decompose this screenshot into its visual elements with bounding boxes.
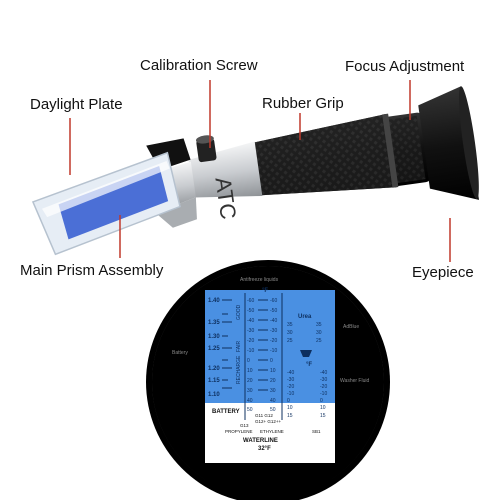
waterline-label: WATERLINE xyxy=(243,438,278,444)
bat-1-20: 1.20 xyxy=(208,366,220,372)
washer-left-3: -10 xyxy=(287,391,294,397)
f-right-8: 20 xyxy=(270,378,276,384)
g-codes-2: G12+ G12++ xyxy=(255,419,282,424)
f-right-5: -10 xyxy=(270,348,277,354)
f-left-6: 0 xyxy=(247,358,250,364)
scale-view: Battery AdBlue Washer Fluid Antifreeze l… xyxy=(146,260,390,500)
f-left-5: -10 xyxy=(247,348,254,354)
washer-right-6: 15 xyxy=(320,413,326,419)
f-right-10: 40 xyxy=(270,398,276,404)
washer-left-0: -40 xyxy=(287,370,294,376)
washer-right-3: -10 xyxy=(320,391,327,397)
eyepiece-label: Eyepiece xyxy=(412,264,474,281)
f-left-11: 50 xyxy=(247,407,253,413)
f-left-1: -50 xyxy=(247,308,254,314)
battery-side-text: Battery xyxy=(172,350,188,356)
sb1-label: SB1 xyxy=(312,429,321,434)
atc-text: ATC xyxy=(210,176,241,222)
f-right-3: -30 xyxy=(270,328,277,334)
f-left-10: 40 xyxy=(247,398,253,404)
scale-blue-area xyxy=(205,290,335,403)
f-left-0: -60 xyxy=(247,298,254,304)
g-codes-1: G11 G12 xyxy=(255,413,273,418)
calibration-screw-part xyxy=(195,135,217,163)
daylight-plate-label: Daylight Plate xyxy=(30,96,123,113)
g13-label: G13 xyxy=(240,423,249,428)
f-left-2: -40 xyxy=(247,318,254,324)
good-text: GOOD xyxy=(236,304,242,320)
bat-1-35: 1.35 xyxy=(208,320,220,326)
callout-lines xyxy=(69,80,451,262)
waterline-temp: 32°F xyxy=(258,446,271,452)
daylight-plate-part xyxy=(31,151,181,256)
f-right-1: -50 xyxy=(270,308,277,314)
washer-left-1: -30 xyxy=(287,377,294,383)
adblue-side-text: AdBlue xyxy=(343,324,359,330)
f-right-9: 30 xyxy=(270,388,276,394)
f-right-4: -20 xyxy=(270,338,277,344)
propylene-label: PROPYLENE xyxy=(225,429,253,434)
urea-right-1: 30 xyxy=(316,330,322,336)
bat-1-25: 1.25 xyxy=(208,346,220,352)
f-header: °F xyxy=(262,288,268,294)
washer-right-0: -40 xyxy=(320,370,327,376)
urea-right-2: 25 xyxy=(316,338,322,344)
f-left-9: 30 xyxy=(247,388,253,394)
f-left-7: 10 xyxy=(247,368,253,374)
washer-right-4: 0 xyxy=(320,398,323,404)
f-right-11: 50 xyxy=(270,407,276,413)
urea-label: Urea xyxy=(298,314,312,320)
f-right-6: 0 xyxy=(270,358,273,364)
fair-text: FAIR xyxy=(236,340,242,352)
main-prism-label: Main Prism Assembly xyxy=(20,262,164,279)
rubber-grip-label: Rubber Grip xyxy=(262,95,344,112)
washer-f-header: °F xyxy=(306,362,312,368)
urea-right-0: 35 xyxy=(316,322,322,328)
urea-left-2: 25 xyxy=(287,338,293,344)
f-left-8: 20 xyxy=(247,378,253,384)
refractometer: ATC xyxy=(31,86,479,256)
washer-right-2: -20 xyxy=(320,384,327,390)
washer-side-text: Washer Fluid xyxy=(340,378,369,384)
bat-1-40: 1.40 xyxy=(208,298,220,304)
f-right-0: -60 xyxy=(270,298,277,304)
bat-1-10: 1.10 xyxy=(208,392,220,398)
washer-left-4: 0 xyxy=(287,398,290,404)
washer-left-5: 10 xyxy=(287,405,293,411)
battery-box-label: BATTERY xyxy=(212,409,240,415)
f-left-4: -20 xyxy=(247,338,254,344)
urea-left-0: 35 xyxy=(287,322,293,328)
bat-1-15: 1.15 xyxy=(208,378,220,384)
urea-symbol xyxy=(300,350,312,357)
washer-left-6: 15 xyxy=(287,413,293,419)
bat-1-30: 1.30 xyxy=(208,334,220,340)
washer-right-1: -30 xyxy=(320,377,327,383)
washer-left-2: -20 xyxy=(287,384,294,390)
urea-left-1: 30 xyxy=(287,330,293,336)
washer-right-5: 10 xyxy=(320,405,326,411)
f-right-7: 10 xyxy=(270,368,276,374)
calibration-screw-label: Calibration Screw xyxy=(140,57,258,74)
focus-adjustment-label: Focus Adjustment xyxy=(345,58,465,75)
scale-white-area xyxy=(205,403,335,463)
f-right-2: -40 xyxy=(270,318,277,324)
ethylene-label: ETHYLENE xyxy=(260,429,284,434)
antifreeze-top-text: Antifreeze liquids xyxy=(240,277,279,283)
rubber-grip-part xyxy=(251,113,399,196)
f-left-3: -30 xyxy=(247,328,254,334)
eyepiece-part xyxy=(383,86,479,200)
recharge-text: RECHARGE xyxy=(236,355,242,384)
